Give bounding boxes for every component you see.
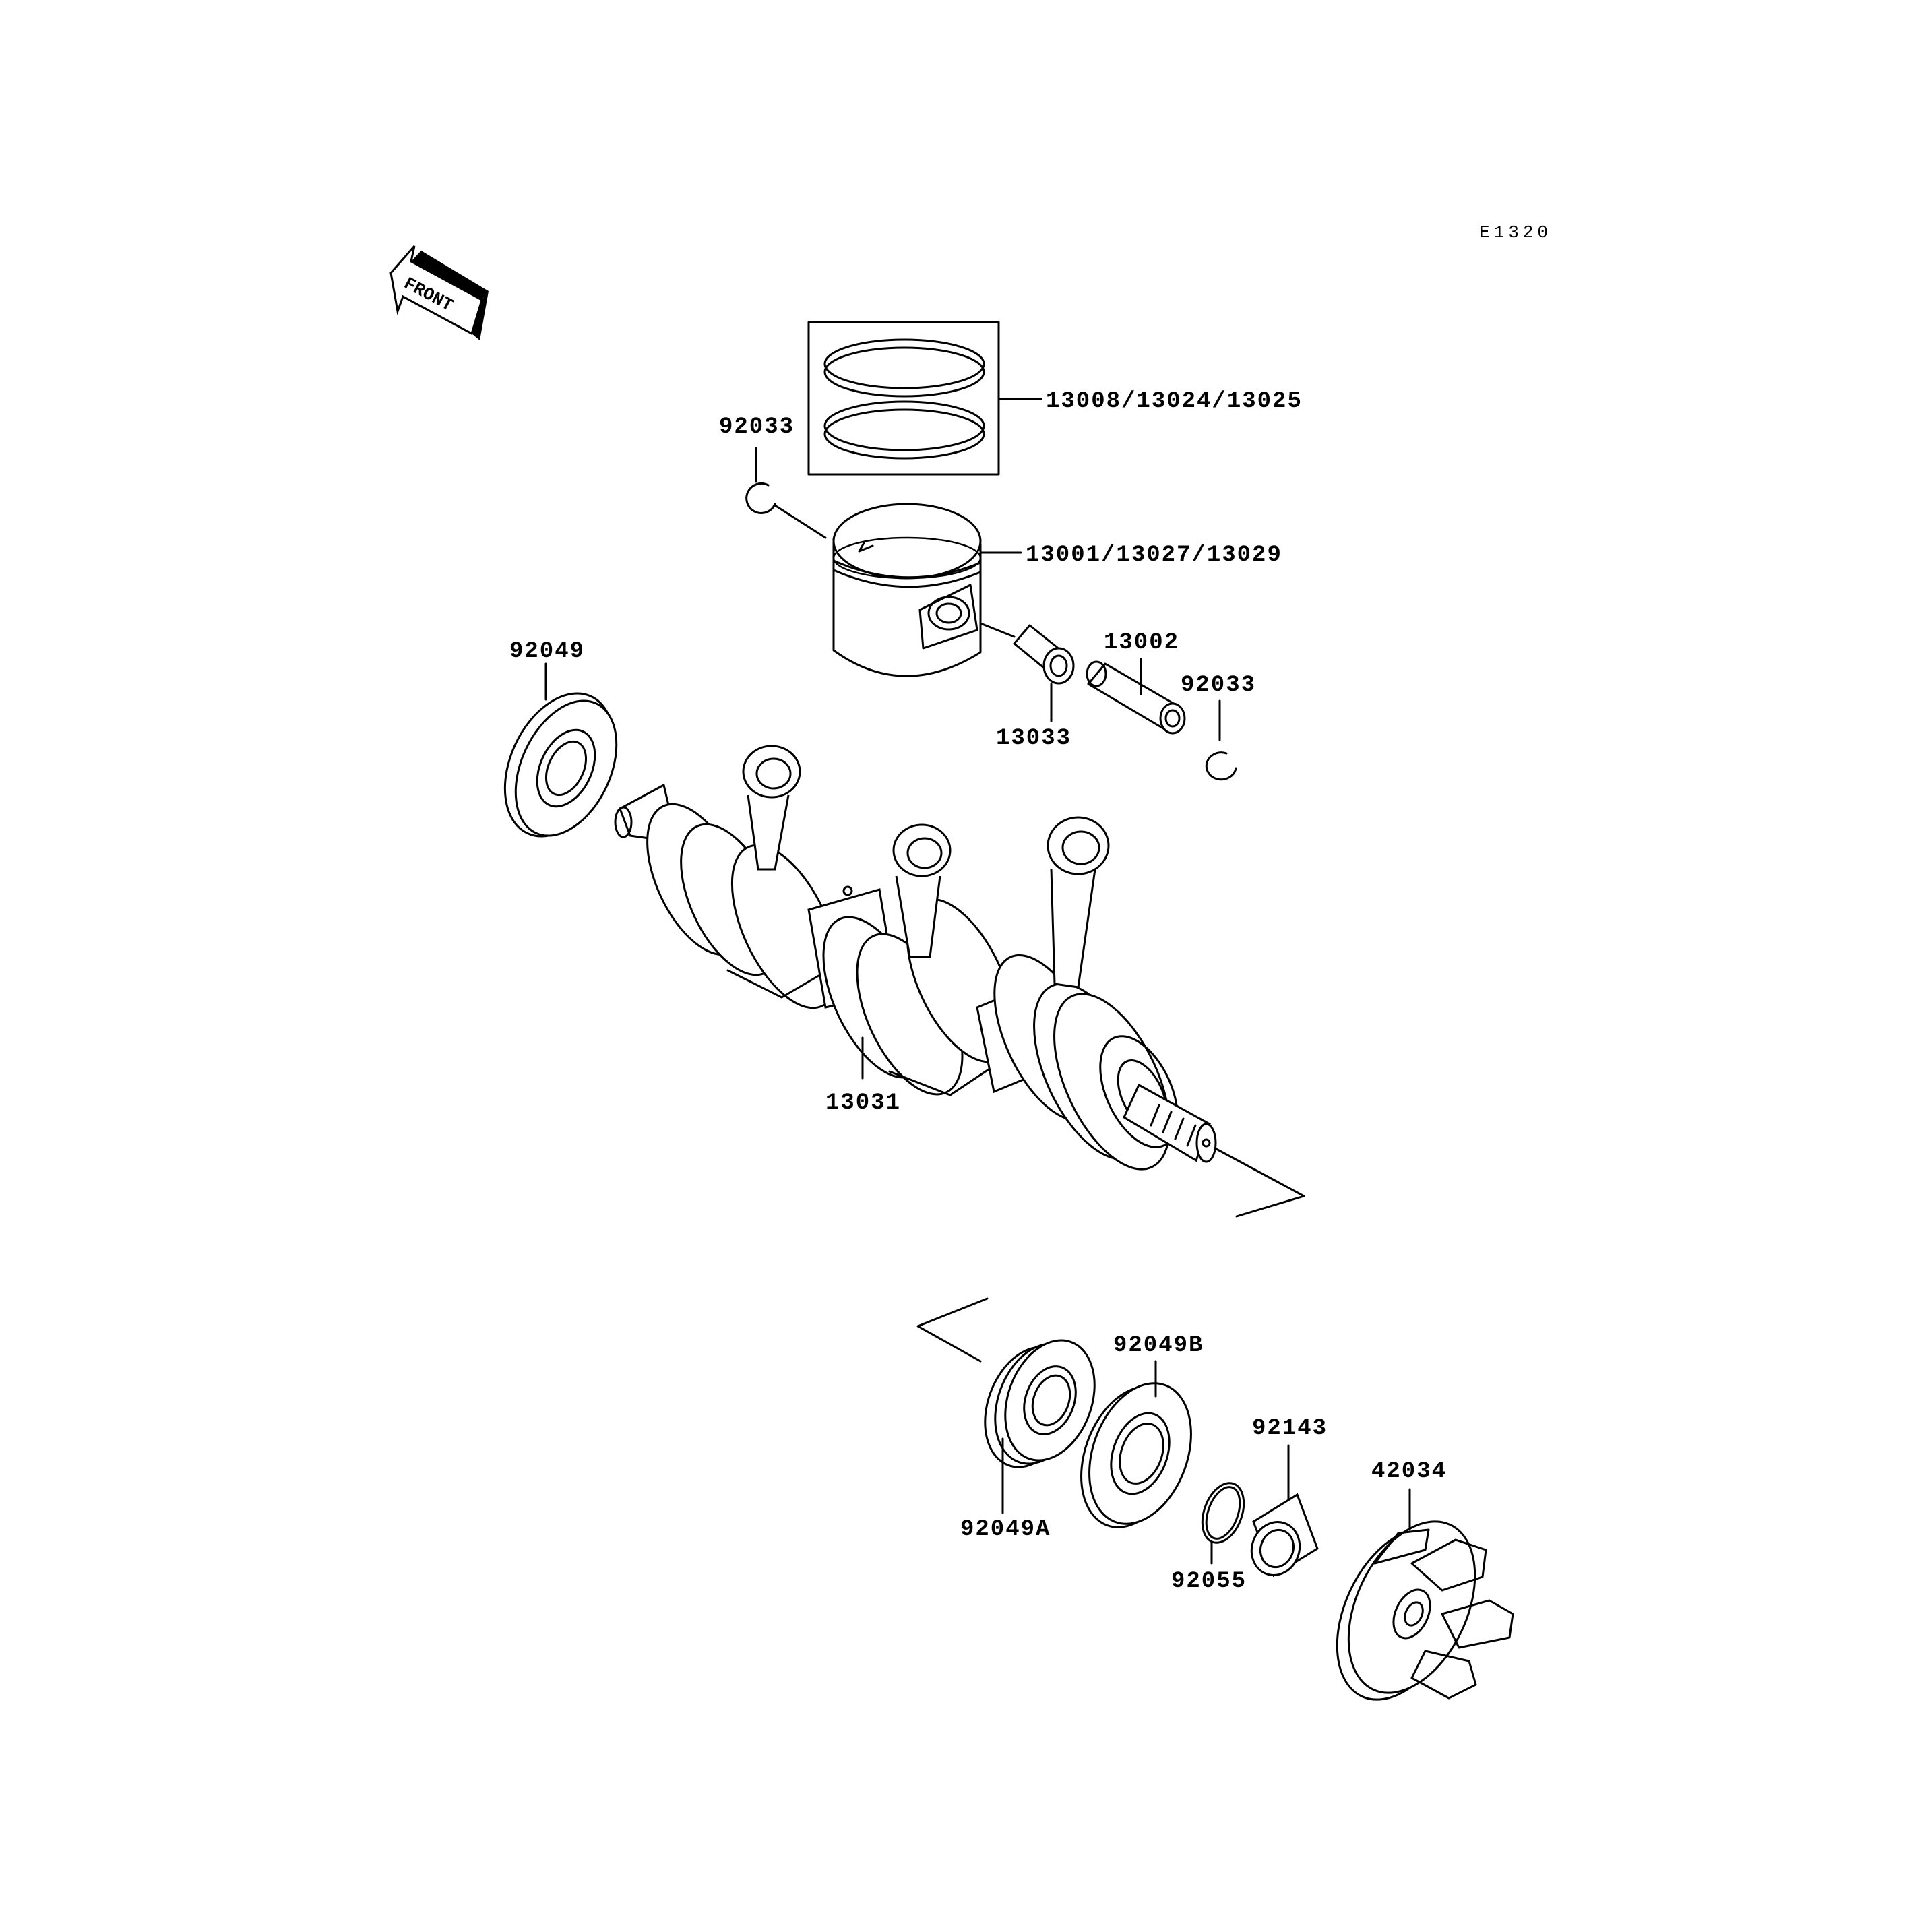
crankshaft — [614, 745, 1305, 1218]
bearing-b-part-number: 92049B — [1113, 1333, 1204, 1359]
o-ring — [1201, 1482, 1245, 1565]
o-ring-part-number: 92055 — [1171, 1569, 1247, 1594]
piston-pin-part-number: 13002 — [1104, 630, 1179, 656]
piston-pin — [1086, 658, 1186, 735]
front-arrow-icon: FRONT — [389, 245, 489, 340]
needle-bearing — [979, 622, 1075, 722]
bearing-a — [984, 1339, 1096, 1514]
circlip-left-part-number: 92033 — [719, 414, 794, 440]
circlip-right-part-number: 92033 — [1181, 673, 1256, 698]
continuation-line — [916, 1297, 989, 1363]
piston-part-number: 13001/13027/13029 — [1026, 542, 1282, 568]
circlip-left — [745, 447, 827, 539]
crankshaft-part-number: 13031 — [825, 1090, 901, 1116]
bearing-b — [1080, 1360, 1192, 1528]
collar — [1250, 1444, 1319, 1578]
collar-part-number: 92143 — [1252, 1416, 1328, 1441]
circlip-right — [1205, 699, 1237, 781]
needle-bearing-part-number: 13033 — [996, 726, 1071, 751]
rings-part-number: 13008/13024/13025 — [1046, 389, 1303, 414]
oil-seal-part-number: 92049 — [509, 639, 585, 664]
oil-seal — [503, 662, 618, 838]
piston-rings — [807, 321, 1042, 476]
bearing-a-part-number: 92049A — [960, 1517, 1051, 1543]
diagram-code: E1320 — [1479, 222, 1552, 243]
coupling — [1336, 1488, 1514, 1701]
piston — [832, 503, 1022, 677]
coupling-part-number: 42034 — [1371, 1459, 1447, 1485]
